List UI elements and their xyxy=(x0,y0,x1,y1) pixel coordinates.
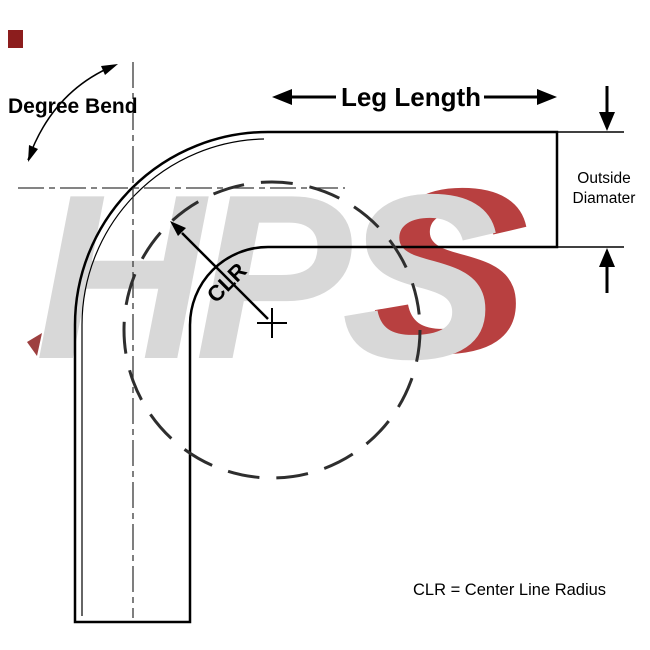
extension-lines xyxy=(557,131,624,248)
od-arrowhead-down xyxy=(599,112,615,131)
degree-arc-arrowhead-bottom xyxy=(28,145,38,162)
outside-diameter-label-line2: Diamater xyxy=(573,190,636,207)
outside-diameter-label-line1: Outside xyxy=(577,170,630,187)
centerlines xyxy=(18,62,345,618)
watermark-s-red: S xyxy=(372,139,527,402)
clr-arrowhead xyxy=(170,221,186,236)
clr-radius-arrow xyxy=(170,221,269,320)
outside-diameter-dimension: Outside Diamater xyxy=(573,86,636,293)
degree-arc-arrowhead-top xyxy=(101,64,118,75)
clr-dashed-circle xyxy=(122,180,422,480)
tube-body-outline xyxy=(73,130,559,624)
leg-length-dimension: Leg Length xyxy=(272,82,557,112)
tube-outer-detail-line xyxy=(81,138,265,616)
leg-length-arrowhead-left xyxy=(272,89,292,105)
degree-bend-arc xyxy=(27,64,118,162)
leg-length-arrowhead-right xyxy=(537,89,557,105)
od-arrowhead-up xyxy=(599,248,615,267)
clr-legend-note: CLR = Center Line Radius xyxy=(413,581,606,599)
degree-arc-line xyxy=(27,65,114,161)
leg-length-label: Leg Length xyxy=(341,82,481,112)
tube-body-fill xyxy=(75,132,557,622)
watermark-text: HPS xyxy=(35,145,496,408)
watermark-left-red-mark xyxy=(27,333,42,356)
degree-bend-label: Degree Bend xyxy=(8,95,138,118)
watermark-corner-mark xyxy=(8,30,23,48)
hps-watermark: S HPS xyxy=(8,30,537,408)
center-plus-mark xyxy=(257,308,287,338)
clr-arrow-line xyxy=(181,232,269,320)
